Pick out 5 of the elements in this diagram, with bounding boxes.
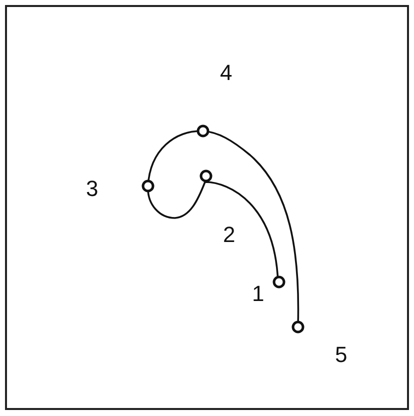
callout-number: 1 xyxy=(252,283,264,305)
callout-number: 4 xyxy=(220,62,232,84)
callout-number: 3 xyxy=(86,178,98,200)
callout-number: 5 xyxy=(335,344,348,366)
callout-number: 2 xyxy=(223,224,236,246)
